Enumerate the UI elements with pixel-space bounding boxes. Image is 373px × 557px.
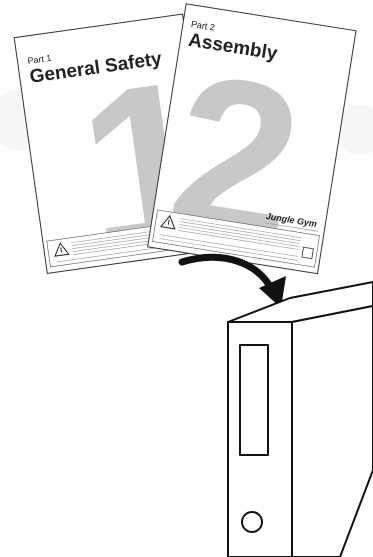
binder-label-window <box>240 345 268 455</box>
binder-finger-hole <box>242 512 262 532</box>
binder-icon <box>228 282 373 557</box>
binder-side <box>292 306 373 557</box>
